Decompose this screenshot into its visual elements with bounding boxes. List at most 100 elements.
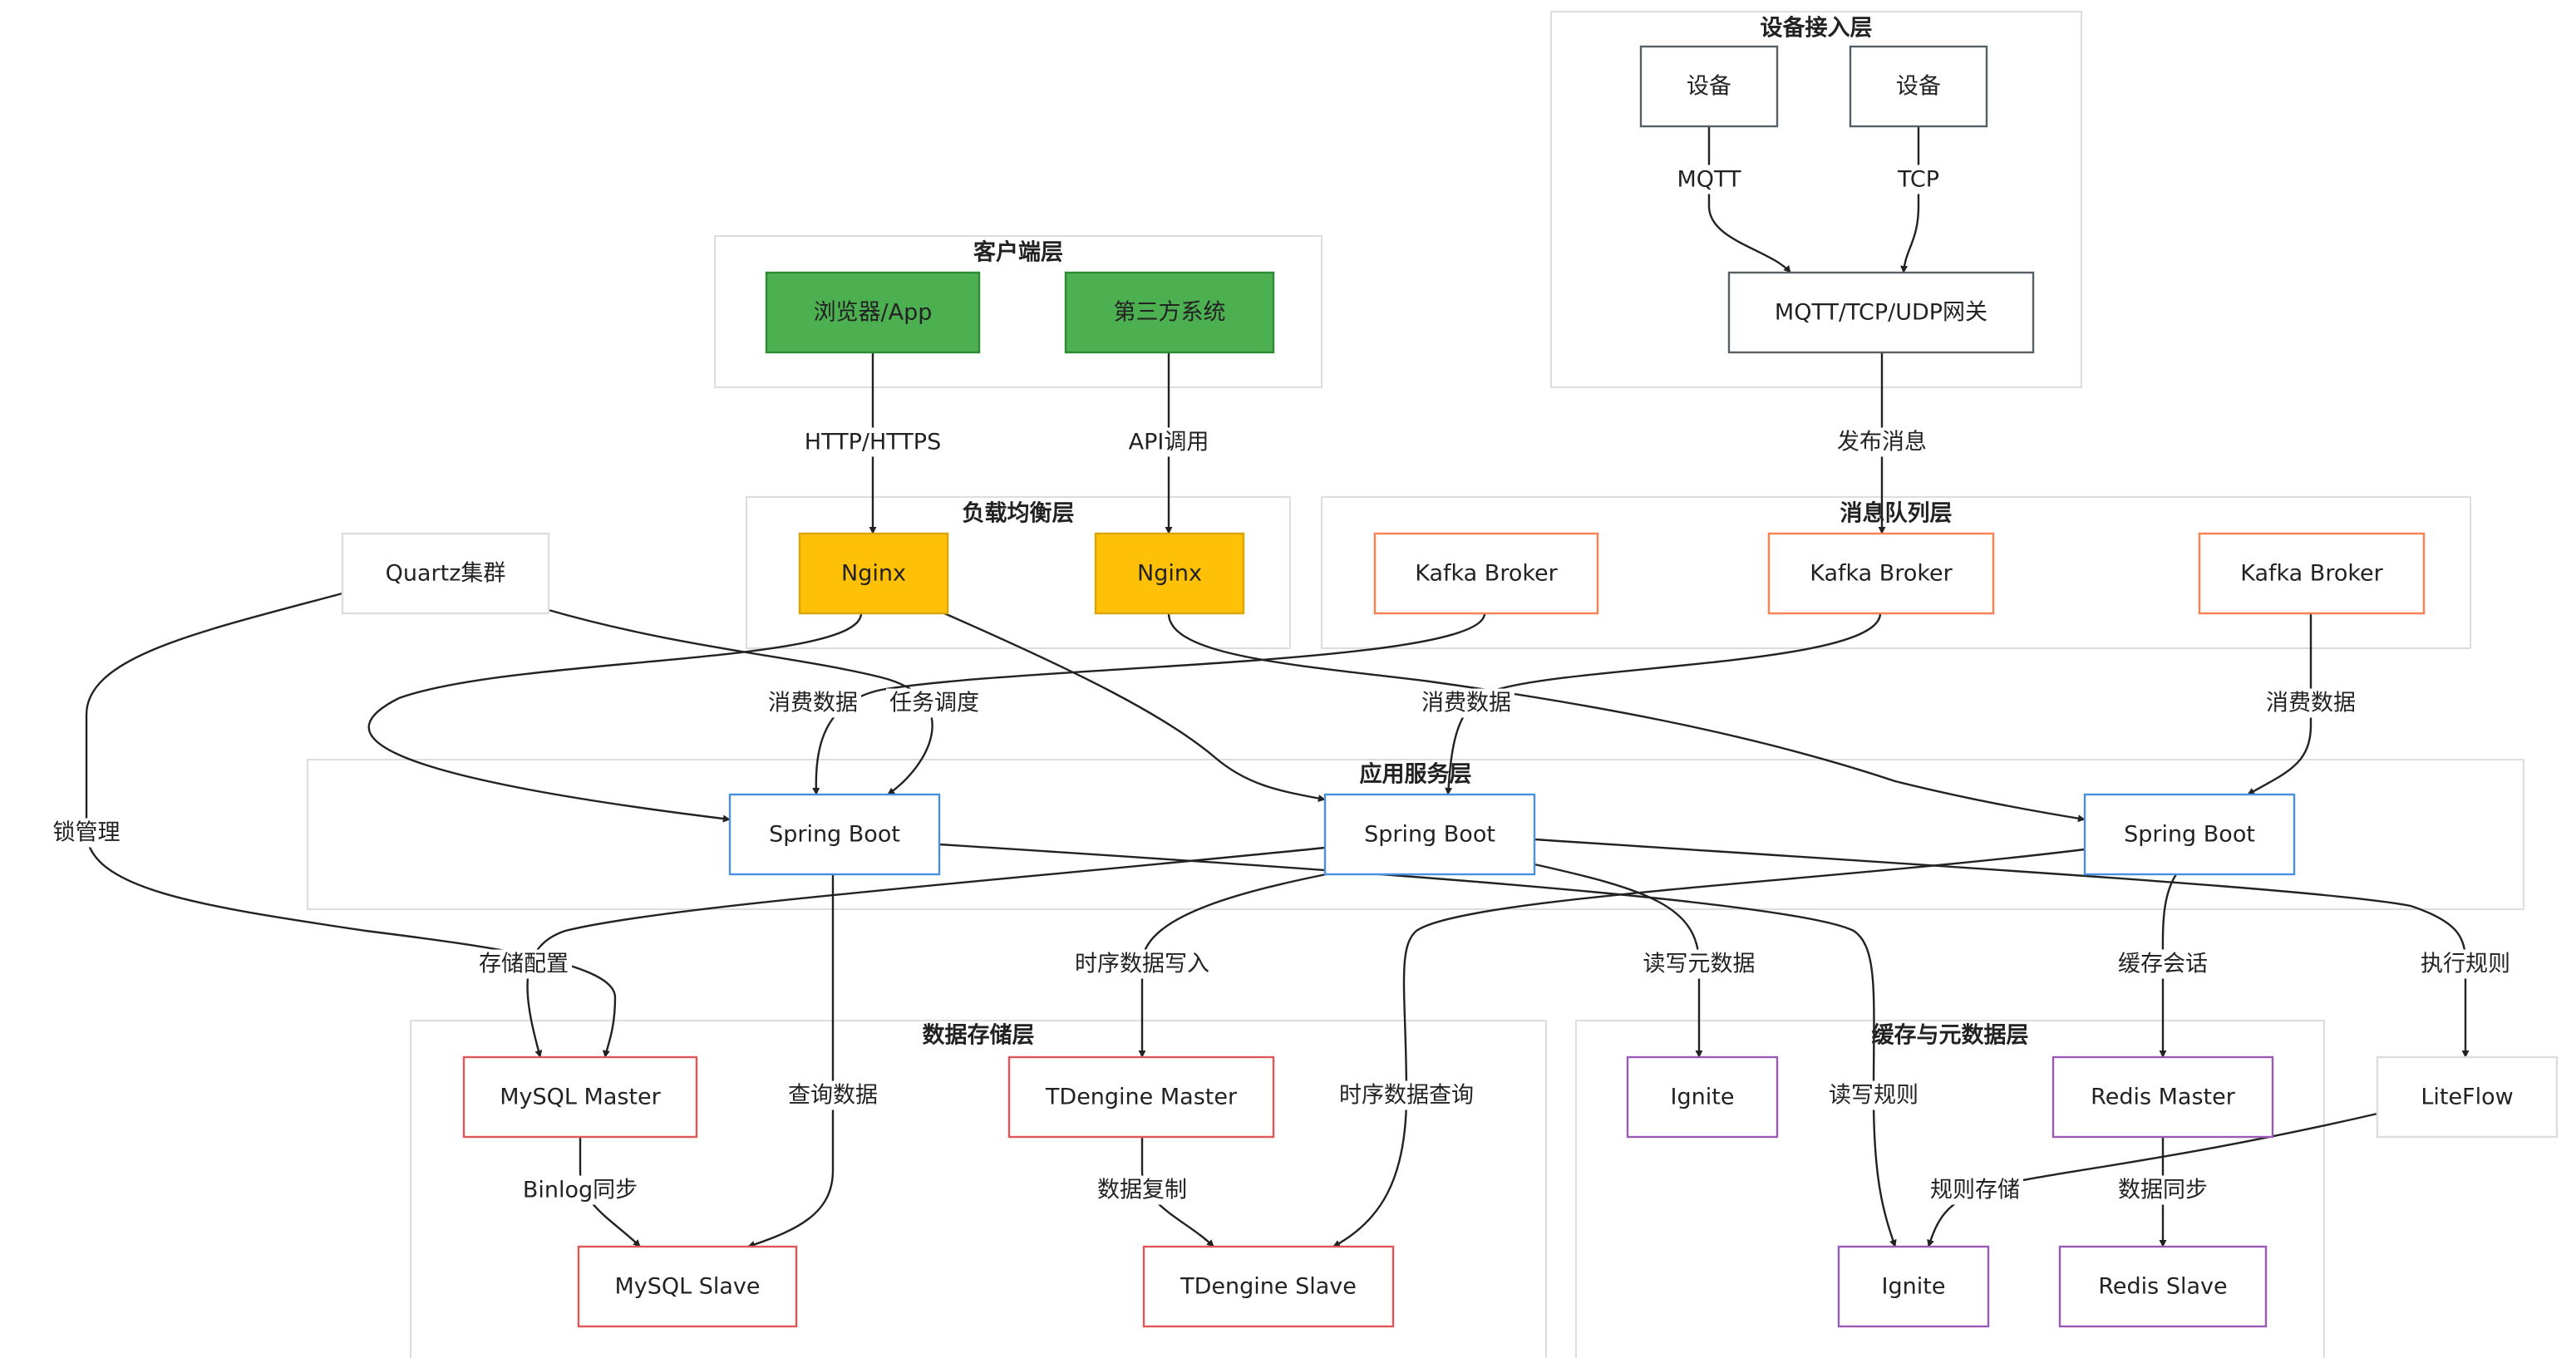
node-ignite1-label: Ignite bbox=[1671, 1085, 1735, 1110]
edge-label-text: 查询数据 bbox=[788, 1083, 878, 1109]
edge-label-browser-nginx1: HTTP/HTTPS bbox=[800, 427, 945, 457]
node-liteflow-label: LiteFlow bbox=[2421, 1085, 2513, 1110]
cluster-storage-title: 数据存储层 bbox=[923, 1023, 1035, 1049]
node-mysqlm-box bbox=[462, 1055, 698, 1139]
edge-label-bg bbox=[800, 427, 945, 457]
node-browser-label: 浏览器/App bbox=[814, 300, 933, 326]
edge-label-text: 消费数据 bbox=[2266, 691, 2356, 716]
node-sb1-box bbox=[728, 793, 941, 876]
edge-label-text: 锁管理 bbox=[53, 820, 121, 846]
node-liteflow[interactable]: LiteFlow bbox=[2376, 1055, 2559, 1139]
node-mysqls[interactable]: MySQL Slave bbox=[577, 1245, 798, 1328]
node-mysqls-label: MySQL Slave bbox=[614, 1274, 760, 1300]
edge-label-sb1-mysqls: 查询数据 bbox=[785, 1080, 881, 1110]
cluster-client-title: 客户端层 bbox=[973, 239, 1063, 266]
node-sb2[interactable]: Spring Boot bbox=[1323, 793, 1536, 876]
node-mysqlm-label: MySQL Master bbox=[500, 1085, 661, 1110]
edge-label-mysqlm-mysqls: Binlog同步 bbox=[519, 1175, 642, 1205]
node-quartz[interactable]: Quartz集群 bbox=[341, 532, 550, 615]
node-kafka1[interactable]: Kafka Broker bbox=[1373, 532, 1599, 615]
edge-nginx1-sb2 bbox=[943, 612, 1326, 802]
edge-label-bg bbox=[1336, 1080, 1477, 1110]
edge-label-quartz-sb1: 任务调度 bbox=[886, 688, 983, 718]
edge-label-bg bbox=[1825, 1080, 1922, 1110]
node-sb3-box bbox=[2083, 793, 2296, 876]
edge-label-text: Binlog同步 bbox=[523, 1178, 638, 1203]
node-mysqls-box bbox=[577, 1245, 798, 1328]
node-third-label: 第三方系统 bbox=[1114, 300, 1226, 326]
edge-label-third-nginx2: API调用 bbox=[1125, 427, 1213, 457]
node-dev1[interactable]: 设备 bbox=[1639, 45, 1779, 128]
node-tds-box bbox=[1142, 1245, 1395, 1328]
edge-kafka1-sb1 bbox=[812, 613, 1486, 795]
node-sb2-label: Spring Boot bbox=[1364, 822, 1495, 848]
edge-sb2-mysqlm bbox=[526, 846, 1326, 1058]
node-dev1-label: 设备 bbox=[1687, 74, 1731, 100]
node-browser[interactable]: 浏览器/App bbox=[765, 271, 981, 354]
node-ignite1[interactable]: Ignite bbox=[1626, 1055, 1779, 1139]
edge-sb3-tds bbox=[1332, 848, 2086, 1248]
edge-label-bg bbox=[2115, 1175, 2211, 1205]
node-kafka2[interactable]: Kafka Broker bbox=[1767, 532, 1995, 615]
node-redism-label: Redis Master bbox=[2091, 1085, 2236, 1110]
node-liteflow-box bbox=[2376, 1055, 2559, 1139]
edge-label-text: 发布消息 bbox=[1837, 430, 1927, 455]
node-ignite2-box bbox=[1837, 1245, 1990, 1328]
cluster-cache-title: 缓存与元数据层 bbox=[1872, 1023, 2029, 1049]
node-nginx2[interactable]: Nginx bbox=[1094, 532, 1245, 615]
node-nginx2-label: Nginx bbox=[1137, 561, 1202, 587]
edge-label-text: 任务调度 bbox=[889, 691, 979, 716]
edge-kafka3-sb3 bbox=[2247, 613, 2312, 796]
node-tdm-label: TDengine Master bbox=[1045, 1085, 1238, 1110]
edge-label-bg bbox=[519, 1175, 642, 1205]
edge-label-bg bbox=[1125, 427, 1213, 457]
node-gw-box bbox=[1727, 271, 2035, 354]
node-gw-label: MQTT/TCP/UDP网关 bbox=[1775, 300, 1987, 326]
edge-label-text: API调用 bbox=[1129, 430, 1209, 455]
edge-dev2-gw bbox=[1900, 126, 1920, 273]
edge-quartz-mysqlm bbox=[85, 592, 617, 1058]
cluster-mq-title: 消息队列层 bbox=[1840, 500, 1953, 527]
edge-label-bg bbox=[886, 688, 983, 718]
edge-label-bg bbox=[475, 949, 572, 979]
node-nginx2-box bbox=[1094, 532, 1245, 615]
node-kafka3-box bbox=[2198, 532, 2426, 615]
node-third-box bbox=[1064, 271, 1275, 354]
node-redism-box bbox=[2051, 1055, 2274, 1139]
edge-label-text: 数据同步 bbox=[2118, 1178, 2208, 1203]
edge-label-text: 读写元数据 bbox=[1643, 952, 1756, 977]
node-kafka3[interactable]: Kafka Broker bbox=[2198, 532, 2426, 615]
edge-label-text: 存储配置 bbox=[479, 952, 569, 977]
cluster-device-title: 设备接入层 bbox=[1761, 16, 1873, 42]
edge-label-text: TCP bbox=[1897, 167, 1939, 193]
edge-label-bg bbox=[1893, 165, 1943, 194]
node-mysqlm[interactable]: MySQL Master bbox=[462, 1055, 698, 1139]
edge-label-tdm-tds: 数据复制 bbox=[1094, 1175, 1190, 1205]
edge-label-text: 缓存会话 bbox=[2118, 952, 2208, 977]
edge-label-sb2-liteflow: 执行规则 bbox=[2417, 949, 2514, 979]
edge-label-bg bbox=[2263, 688, 2359, 718]
node-dev2[interactable]: 设备 bbox=[1849, 45, 1988, 128]
edge-label-sb3-redism: 缓存会话 bbox=[2115, 949, 2211, 979]
node-rediss[interactable]: Redis Slave bbox=[2058, 1245, 2268, 1328]
edge-label-text: 执行规则 bbox=[2421, 952, 2510, 977]
cluster-app-title: 应用服务层 bbox=[1360, 761, 1472, 788]
node-ignite1-box bbox=[1626, 1055, 1779, 1139]
node-sb3-label: Spring Boot bbox=[2124, 822, 2255, 848]
edge-sb1-mysqls bbox=[747, 874, 835, 1248]
node-dev2-label: 设备 bbox=[1896, 74, 1941, 100]
edge-label-kafka2-sb2: 消费数据 bbox=[1418, 688, 1515, 718]
node-ignite2[interactable]: Ignite bbox=[1837, 1245, 1990, 1328]
node-sb3[interactable]: Spring Boot bbox=[2083, 793, 2296, 876]
node-gw[interactable]: MQTT/TCP/UDP网关 bbox=[1727, 271, 2035, 354]
node-redism[interactable]: Redis Master bbox=[2051, 1055, 2274, 1139]
node-third[interactable]: 第三方系统 bbox=[1064, 271, 1275, 354]
edge-label-bg bbox=[49, 818, 124, 848]
node-dev2-box bbox=[1849, 45, 1988, 128]
node-nginx1[interactable]: Nginx bbox=[798, 532, 949, 615]
node-quartz-label: Quartz集群 bbox=[386, 561, 506, 587]
node-sb1[interactable]: Spring Boot bbox=[728, 793, 941, 876]
node-tds[interactable]: TDengine Slave bbox=[1142, 1245, 1395, 1328]
node-tdm[interactable]: TDengine Master bbox=[1007, 1055, 1275, 1139]
